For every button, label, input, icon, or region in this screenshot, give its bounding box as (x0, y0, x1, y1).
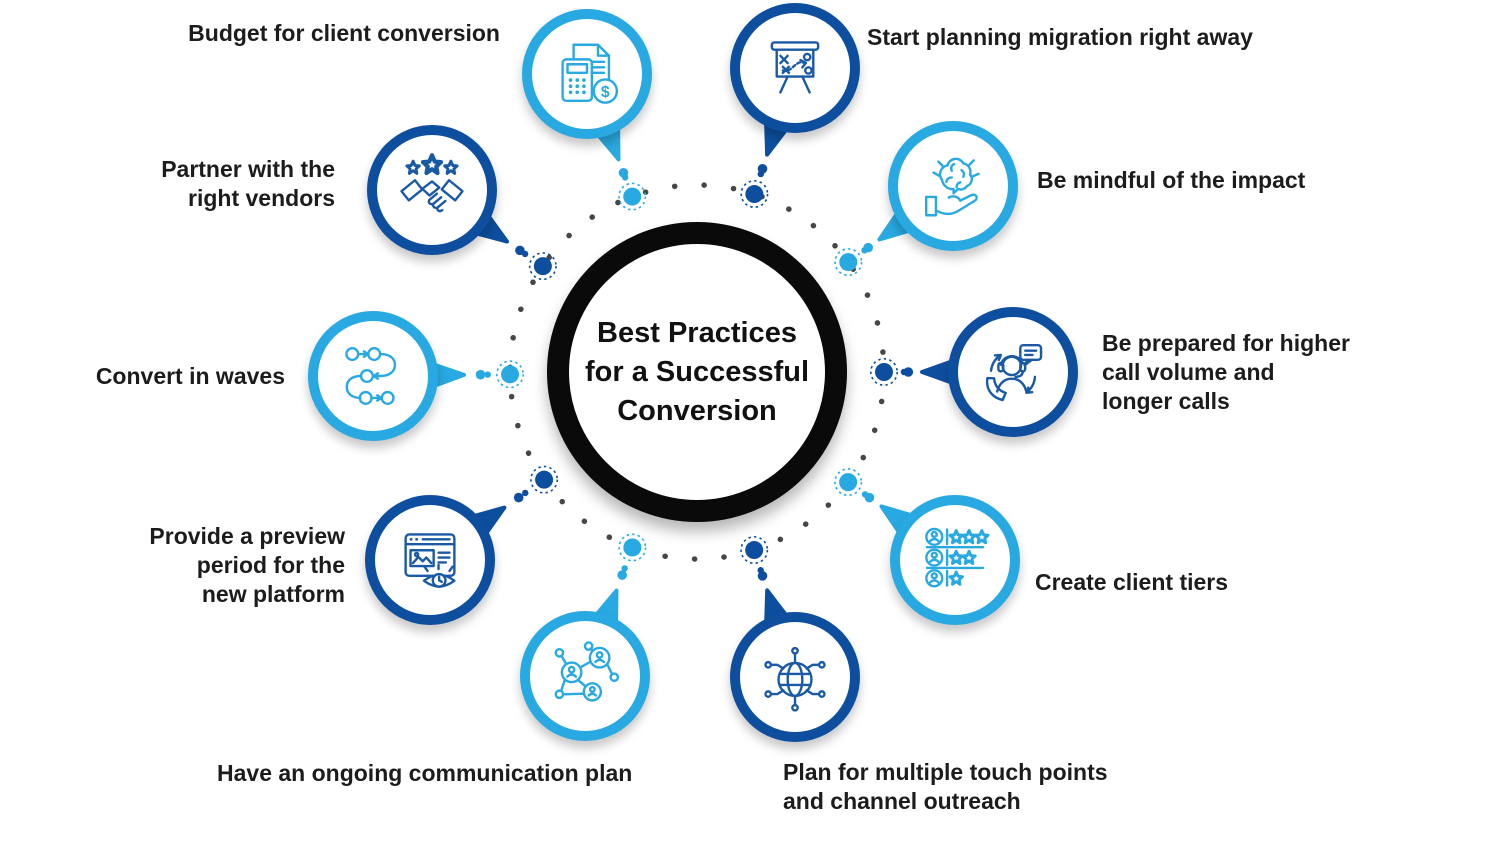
satellite-waves (308, 311, 438, 441)
conversion-waves-icon (334, 337, 412, 415)
satellite-communication (520, 611, 650, 741)
dollar-sign-glyph: $ (601, 84, 610, 101)
satellite-label-preview: Provide a preview period for the new pla… (149, 523, 345, 607)
globe-network-icon (756, 638, 834, 716)
satellite-label-waves: Convert in waves (95, 363, 285, 389)
satellite-label-budget: Budget for client conversion (188, 20, 500, 46)
client-tiers-icon (916, 521, 990, 599)
satellite-label-tiers: Create client tiers (1035, 569, 1229, 595)
satellite-label-communication: Have an ongoing communication plan (217, 760, 633, 786)
satellite-call-volume (948, 307, 1078, 437)
brain-in-hand-icon (914, 147, 992, 225)
satellite-mindful (888, 121, 1018, 251)
satellite-tiers (890, 495, 1020, 625)
preview-browser-eye-icon (391, 521, 469, 599)
calculator-document-icon: $ (548, 35, 626, 113)
satellite-label-call-volume: Be prepared for higher call volume and l… (1102, 330, 1350, 414)
center-title: Best Practices for a Successful Conversi… (584, 316, 810, 427)
satellite-budget: $ (522, 9, 652, 139)
satellite-label-migration: Start planning migration right away (867, 24, 1253, 50)
strategy-board-icon (756, 29, 834, 107)
satellite-label-mindful: Be mindful of the impact (1037, 167, 1306, 193)
call-center-agent-icon (974, 333, 1052, 411)
satellite-label-vendors: Partner with the right vendors (161, 156, 335, 211)
communication-network-icon (546, 637, 624, 715)
satellite-vendors (367, 125, 497, 255)
satellite-touchpoints (730, 612, 860, 742)
satellite-label-touchpoints: Plan for multiple touch points and chann… (783, 759, 1108, 814)
center-circle: Best Practices for a Successful Conversi… (547, 222, 847, 522)
satellite-preview (365, 495, 495, 625)
satellite-migration (730, 3, 860, 133)
handshake-stars-icon (393, 151, 471, 229)
